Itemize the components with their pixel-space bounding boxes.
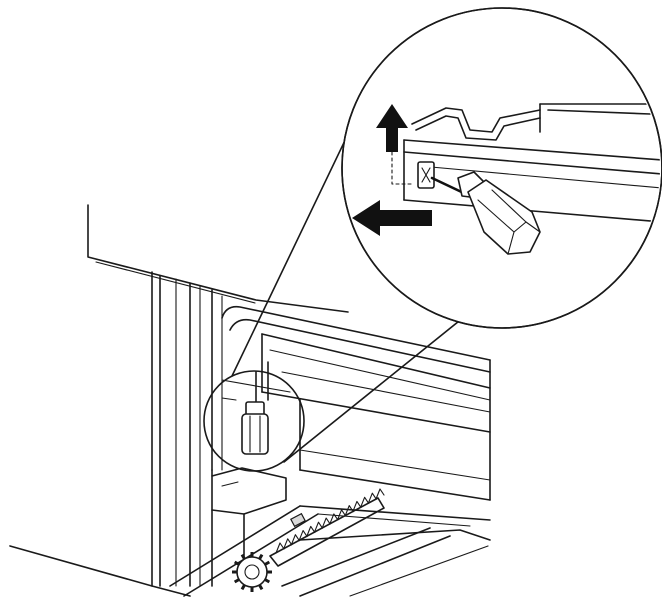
- rack-tooth: [275, 542, 285, 554]
- rack-tooth: [321, 517, 331, 529]
- detail-callout-small: [203, 361, 305, 472]
- rack-tooth: [313, 521, 324, 533]
- rack-tooth: [375, 488, 385, 500]
- inner-rail: [221, 305, 491, 501]
- rack-tooth: [344, 505, 354, 517]
- arrow-left-icon: [352, 200, 432, 236]
- gear-tooth: [264, 560, 271, 566]
- rack-tooth: [336, 509, 347, 521]
- rack-tooth: [367, 492, 377, 504]
- rack-tooth: [360, 496, 370, 508]
- gear-tooth: [258, 553, 264, 560]
- gear-tooth: [240, 584, 246, 591]
- floor-line: [9, 545, 191, 597]
- upper-panel: [87, 204, 349, 313]
- gear-tooth: [233, 578, 240, 584]
- rack-tooth: [306, 525, 316, 537]
- rack-tooth: [283, 538, 293, 550]
- gear-rack: [269, 488, 385, 567]
- rack-tooth: [329, 513, 339, 525]
- gear-tooth: [264, 578, 271, 584]
- vertical-frame: [151, 271, 223, 587]
- pinion-gear: [232, 552, 272, 592]
- callout-leader-upper: [231, 104, 363, 377]
- gear-tooth: [240, 553, 246, 560]
- rack-tooth: [298, 529, 308, 542]
- rack-tooth: [352, 500, 362, 513]
- gear-tooth: [258, 584, 264, 591]
- gear-tooth: [233, 560, 240, 566]
- rack-tooth: [290, 534, 300, 546]
- detail-callout-magnified: [341, 7, 662, 329]
- lower-slide: [169, 467, 491, 597]
- arrow-up-icon: [376, 104, 408, 152]
- screwdriver-icon: [457, 171, 541, 255]
